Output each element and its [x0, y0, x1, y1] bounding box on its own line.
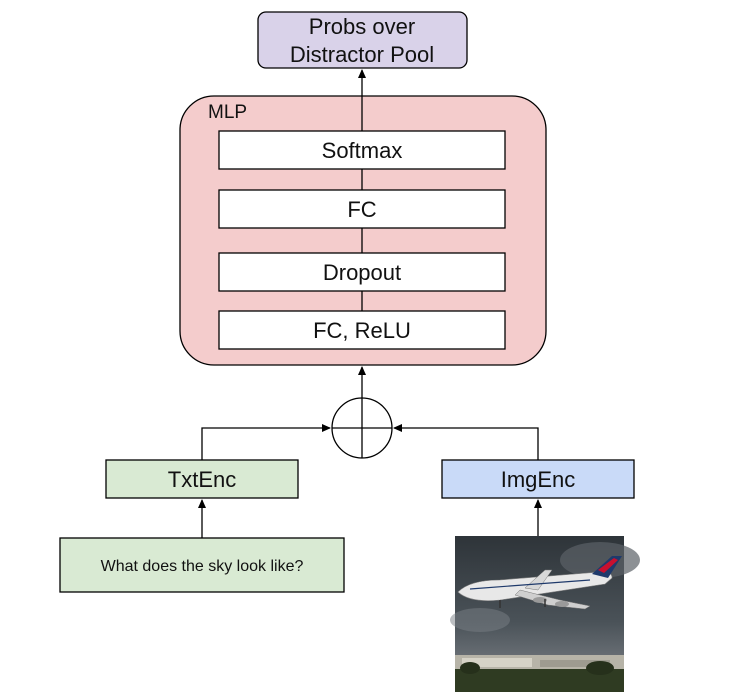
txtenc-to-combine-arrow — [201, 424, 331, 460]
layer-fc-relu-label: FC, ReLU — [313, 318, 411, 343]
question-node: What does the sky look like? — [59, 537, 345, 593]
imgenc-to-combine-arrow — [393, 424, 539, 460]
mlp-label: MLP — [208, 102, 247, 123]
layer-fc-relu: FC, ReLU — [218, 310, 506, 350]
txtenc-node: TxtEnc — [105, 459, 299, 499]
txtenc-label: TxtEnc — [168, 467, 236, 492]
output-label-line2: Distractor Pool — [290, 42, 434, 67]
imgenc-label: ImgEnc — [501, 467, 576, 492]
layer-softmax: Softmax — [218, 130, 506, 170]
circle-plus-icon — [331, 397, 393, 459]
layer-fc: FC — [218, 189, 506, 229]
airplane-photo — [450, 536, 640, 692]
layer-fc-label: FC — [347, 197, 376, 222]
question-text: What does the sky look like? — [101, 558, 304, 575]
imgenc-node: ImgEnc — [441, 459, 635, 499]
layer-dropout-label: Dropout — [323, 260, 401, 285]
layer-dropout: Dropout — [218, 252, 506, 292]
layer-softmax-label: Softmax — [322, 138, 403, 163]
output-node: Probs over Distractor Pool — [257, 11, 468, 69]
output-label-line1: Probs over — [309, 14, 415, 39]
